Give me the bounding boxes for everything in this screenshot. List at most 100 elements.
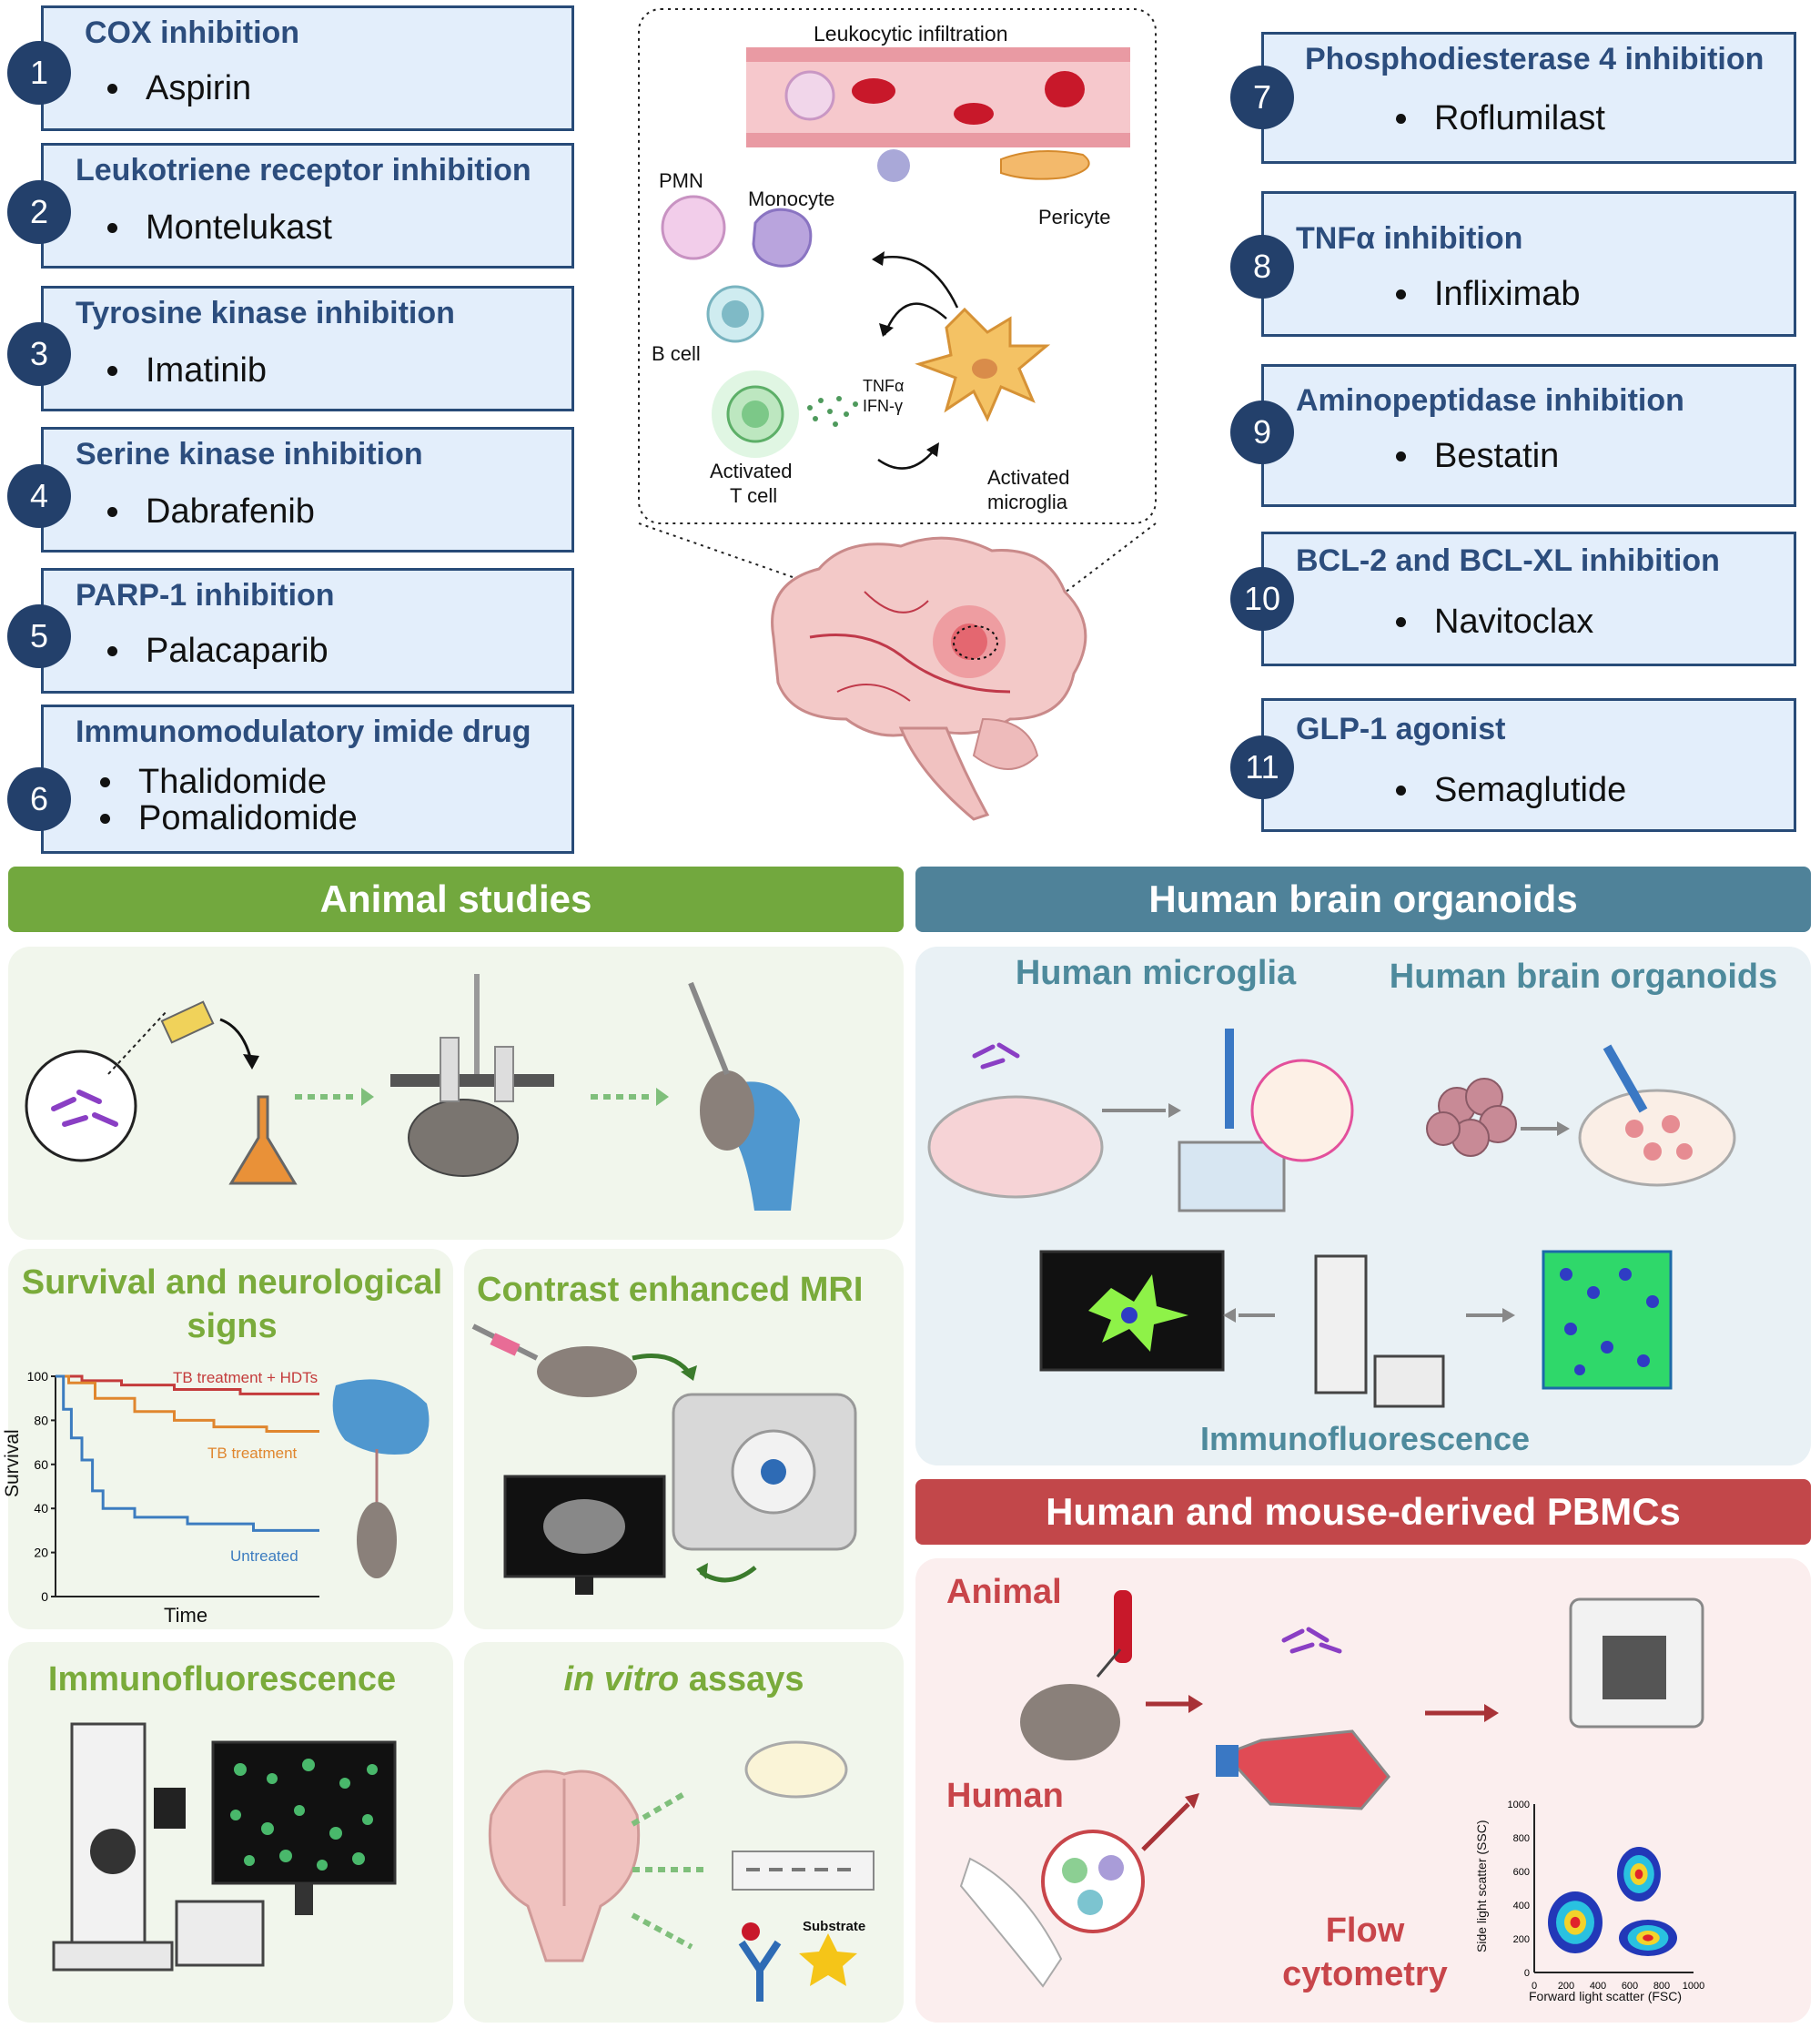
human-organoids-title: Human brain organoids: [1389, 958, 1778, 996]
flow-xtick: 1000: [1683, 1981, 1704, 1992]
microglia-label-1: Activated: [987, 466, 1070, 489]
flow-xlabel: Forward light scatter (FSC): [1529, 1989, 1683, 2003]
survival-line-tb-hdt: [56, 1374, 319, 1395]
flow-xtick: 600: [1622, 1981, 1638, 1992]
flow-xtick: 800: [1653, 1981, 1670, 1992]
monocyte-label: Monocyte: [748, 188, 835, 210]
drug-title: Leukotriene receptor inhibition: [76, 153, 531, 188]
organoid-cluster: [1426, 1078, 1517, 1157]
drug-item: Pomalidomide: [100, 800, 358, 837]
flow-xtick: 0: [1532, 1981, 1537, 1992]
drug-item: Infliximab: [1396, 276, 1581, 312]
number-badge: 10: [1230, 567, 1294, 631]
flow-ytick: 200: [1513, 1934, 1530, 1945]
pmn-cell: [661, 195, 726, 260]
drug-title: COX inhibition: [85, 15, 300, 50]
survival-line-tb: [56, 1374, 319, 1433]
survival-ytick: 100: [27, 1369, 49, 1384]
survival-ytick: 60: [34, 1457, 48, 1472]
survival-ytick: 40: [34, 1501, 48, 1516]
immuno-animal-title: Immunofluorescence: [47, 1660, 397, 1698]
drug-item: Montelukast: [107, 209, 332, 246]
mouse: [537, 1346, 637, 1397]
red-blood-cell: [852, 78, 895, 104]
neuroinflammation-illustration: [638, 8, 1157, 821]
culture-flask: [1222, 1729, 1390, 1810]
microglia-label-2: microglia: [987, 491, 1068, 513]
red-blood-cell: [954, 103, 994, 125]
invitro-illustration: [488, 1740, 875, 2002]
mri-illustration: [471, 1323, 857, 1595]
culture-dish: [927, 1095, 1104, 1199]
monocyte-cell: [752, 208, 813, 268]
confocal-microscope: [1314, 1254, 1368, 1394]
drug-box-3: Tyrosine kinase inhibition Imatinib: [41, 286, 574, 411]
infection-workflow-illustration: [25, 974, 800, 1211]
number-badge: 4: [7, 464, 71, 528]
number-badge: 8: [1230, 235, 1294, 299]
flow-ytick: 600: [1513, 1867, 1530, 1878]
ifn-label: IFN-γ: [863, 397, 903, 415]
drug-item: Roflumilast: [1396, 100, 1605, 137]
drug-item: Dabrafenib: [107, 493, 315, 530]
flow-cytometry-label-2: cytometry: [1282, 1955, 1448, 1993]
well-plate: [1178, 1141, 1286, 1212]
human-source-label: Human: [946, 1777, 1064, 1815]
survival-line-untreated: [56, 1374, 319, 1532]
drug-item: Navitoclax: [1396, 603, 1593, 640]
drug-box-7: Phosphodiesterase 4 inhibition Roflumila…: [1261, 32, 1796, 164]
survival-title: Survival and neurological signs: [21, 1263, 443, 1345]
drug-box-10: BCL-2 and BCL-XL inhibition Navitoclax: [1261, 532, 1796, 666]
flow-population-core: [1634, 1869, 1643, 1880]
drug-box-5: PARP-1 inhibition Palacaparib: [41, 568, 574, 694]
mri-title: Contrast enhanced MRI: [477, 1271, 864, 1309]
survival-series-label: TB treatment: [207, 1445, 298, 1462]
survival-ylabel: Survival: [2, 1429, 23, 1497]
number-badge: 7: [1230, 66, 1294, 129]
drug-title: Serine kinase inhibition: [76, 437, 423, 472]
drug-box-11: GLP-1 agonist Semaglutide: [1261, 698, 1796, 832]
drug-box-9: Aminopeptidase inhibition Bestatin: [1261, 364, 1796, 507]
pmn-label: PMN: [659, 169, 703, 192]
drug-box-1: COX inhibition Aspirin: [41, 5, 574, 131]
survival-series-label: Untreated: [230, 1547, 298, 1565]
number-badge: 9: [1230, 401, 1294, 464]
animal-source-label: Animal: [946, 1573, 1062, 1611]
invitro-title-rest: assays: [679, 1660, 804, 1698]
drug-item: Palacaparib: [107, 633, 329, 669]
drug-box-6: Immunomodulatory imide drug Thalidomide …: [41, 705, 574, 854]
survival-series-label: TB treatment + HDTs: [173, 1369, 318, 1386]
organoids-header: Human brain organoids: [915, 867, 1811, 932]
number-badge: 3: [7, 322, 71, 386]
mouse-in-stereotaxic-frame: [408, 1099, 519, 1177]
drug-title: Aminopeptidase inhibition: [1296, 383, 1684, 418]
flow-xtick: 400: [1590, 1981, 1606, 1992]
organoid-dish: [1578, 1089, 1736, 1187]
drug-title: BCL-2 and BCL-XL inhibition: [1296, 543, 1720, 578]
petri-dish: [744, 1740, 848, 1799]
flow-ytick: 1000: [1508, 1800, 1530, 1810]
drug-box-4: Serine kinase inhibition Dabrafenib: [41, 427, 574, 553]
drug-item: Imatinib: [107, 352, 267, 389]
flow-population-core: [1643, 1934, 1653, 1942]
drug-item: Thalidomide: [100, 764, 358, 800]
pericyte-label: Pericyte: [1038, 206, 1111, 228]
microglia-zoom: [1250, 1059, 1354, 1162]
human-arm: [959, 1857, 1063, 1988]
drug-title: TNFα inhibition: [1296, 221, 1523, 256]
survival-ytick: 20: [34, 1546, 48, 1560]
blood-tube: [1114, 1590, 1132, 1663]
number-badge: 11: [1230, 735, 1294, 799]
pbmc-zoom: [1041, 1830, 1145, 1933]
organoid-illustration: [927, 1029, 1736, 1408]
drug-box-8: TNFα inhibition Infliximab: [1261, 191, 1796, 337]
gloved-hand-icon: [332, 1379, 430, 1455]
flow-ytick: 400: [1513, 1901, 1530, 1911]
t-cell-label-2: T cell: [730, 484, 778, 507]
drug-title: Phosphodiesterase 4 inhibition: [1305, 42, 1764, 76]
flow-ytick: 800: [1513, 1833, 1530, 1844]
animal-studies-header: Animal studies: [8, 867, 904, 932]
number-badge: 6: [7, 767, 71, 831]
